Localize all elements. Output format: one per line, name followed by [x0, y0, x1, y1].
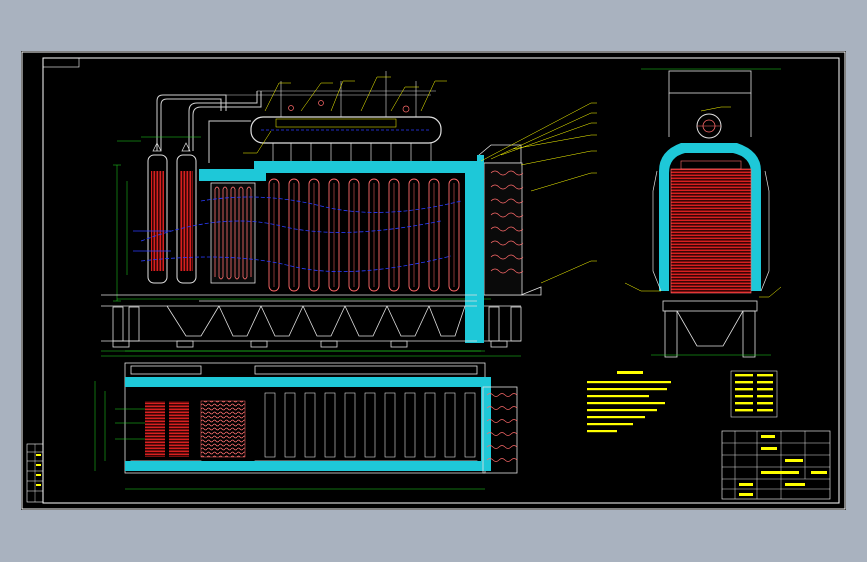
right-leaders — [480, 102, 597, 284]
plan-tube-panel — [264, 392, 276, 458]
plan-tube-panel — [304, 392, 316, 458]
plan-tube-panel — [344, 392, 356, 458]
plan-coil — [486, 432, 518, 436]
drum-risers — [272, 143, 432, 161]
tube-panel — [268, 178, 280, 292]
spec-label — [735, 388, 753, 391]
plan-coil — [486, 445, 518, 449]
spec-value — [757, 388, 773, 391]
note-line — [587, 395, 649, 398]
tube-panel — [448, 178, 460, 292]
plan-tube-panel — [364, 392, 376, 458]
note-line — [587, 388, 667, 391]
cad-drawing — [21, 51, 846, 510]
spec-value — [757, 395, 773, 398]
preheater-coil — [490, 212, 524, 218]
tube-panel — [328, 178, 340, 292]
tube-panel — [288, 178, 300, 292]
plan-tube-panel — [444, 392, 456, 458]
side-elevation — [624, 68, 782, 358]
preheater-coil — [490, 226, 524, 232]
corner-stamp-box — [42, 57, 80, 68]
plan-tube-panel — [404, 392, 416, 458]
spec-table — [730, 370, 778, 418]
plan-coil — [486, 419, 518, 423]
preheater-coil — [490, 170, 524, 176]
plan-tube-panel — [384, 392, 396, 458]
spec-value — [757, 402, 773, 405]
spec-label — [735, 374, 753, 377]
notes-heading — [617, 371, 643, 374]
technical-notes — [587, 371, 671, 433]
note-line — [587, 430, 617, 433]
spec-value — [757, 374, 773, 377]
tube-panel — [428, 178, 440, 292]
top-piping — [156, 90, 436, 163]
tube-panel — [368, 178, 380, 292]
plan-coil — [486, 406, 518, 410]
note-line — [587, 416, 645, 419]
plan-coil — [486, 393, 518, 397]
ash-hoppers — [101, 294, 522, 348]
spec-label — [735, 395, 753, 398]
note-line — [587, 423, 633, 426]
plan-tube-panel — [324, 392, 336, 458]
convection-coil — [210, 182, 256, 284]
outer-border — [21, 51, 846, 510]
note-line — [587, 381, 671, 384]
preheater-coil — [490, 268, 524, 274]
tube-panels — [268, 178, 460, 292]
preheater-coil — [490, 198, 524, 204]
spec-label — [735, 381, 753, 384]
plan-tube-panel — [424, 392, 436, 458]
tube-panel — [348, 178, 360, 292]
tube-panel — [388, 178, 400, 292]
plan-view — [94, 350, 518, 490]
revision-column — [26, 443, 44, 503]
note-line — [587, 409, 657, 412]
spec-value — [757, 381, 773, 384]
note-line — [587, 402, 665, 405]
steam-drum — [250, 71, 442, 144]
tube-panel — [308, 178, 320, 292]
plan-tube-panel — [464, 392, 476, 458]
flow-lines — [133, 196, 462, 273]
drawing-sheet — [21, 51, 846, 510]
drum-callouts — [243, 76, 447, 154]
title-block — [721, 430, 831, 500]
preheater-coil — [490, 254, 524, 260]
preheater-coil — [490, 240, 524, 246]
spec-label — [735, 409, 753, 412]
front-elevation — [101, 71, 597, 357]
tube-panel — [408, 178, 420, 292]
inner-frame — [42, 57, 840, 504]
spec-value — [757, 409, 773, 412]
tube-bank-side — [670, 168, 752, 294]
spec-label — [735, 402, 753, 405]
air-preheater — [477, 144, 542, 343]
furnace-casing — [199, 161, 477, 343]
preheater-coil — [490, 184, 524, 190]
left-headers — [147, 142, 197, 284]
plan-tube-panel — [284, 392, 296, 458]
plan-coil — [486, 458, 518, 462]
